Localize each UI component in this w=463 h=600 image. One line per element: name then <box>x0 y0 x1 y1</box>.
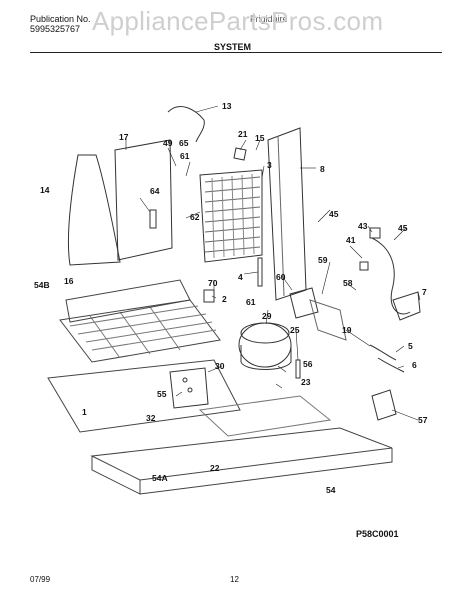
publication-label: Publication No. <box>30 14 91 24</box>
wiring-harness <box>371 237 411 315</box>
callout-1: 1 <box>82 407 87 417</box>
drain-pan <box>371 389 397 421</box>
callout-60: 60 <box>276 272 286 282</box>
callout-7: 7 <box>422 287 427 297</box>
callout-5: 5 <box>408 341 413 351</box>
callout-45-harness: 45 <box>398 223 408 233</box>
callout-61-lower: 61 <box>246 297 256 307</box>
callout-64: 64 <box>150 186 160 196</box>
callout-21: 21 <box>238 129 248 139</box>
callout-54: 54 <box>326 485 336 495</box>
brand-name: Frigidaire <box>250 14 288 24</box>
publication-number: 5995325767 <box>30 24 81 34</box>
evaporator-cover <box>114 139 173 261</box>
callout-58: 58 <box>343 278 353 288</box>
thermostat <box>233 147 247 161</box>
callout-43: 43 <box>358 221 368 231</box>
callout-3: 3 <box>267 160 272 170</box>
shelf-grid <box>59 299 221 363</box>
callout-13: 13 <box>222 101 232 111</box>
condenser-fan <box>289 287 319 319</box>
heater-64 <box>149 209 157 229</box>
callout-45: 45 <box>329 209 339 219</box>
header-rule <box>30 52 442 53</box>
callout-8: 8 <box>320 164 325 174</box>
callout-22: 22 <box>210 463 220 473</box>
callout-15: 15 <box>255 133 265 143</box>
callout-62: 62 <box>190 212 200 222</box>
callout-17: 17 <box>119 132 129 142</box>
compressor <box>238 322 292 370</box>
callout-6: 6 <box>412 360 417 370</box>
callout-70: 70 <box>208 278 218 288</box>
callout-65: 65 <box>179 138 189 148</box>
callout-54b: 54B <box>34 280 50 290</box>
evaporator-cover-panel <box>67 154 121 266</box>
screw <box>295 359 301 379</box>
tube-4 <box>257 257 263 287</box>
callout-2: 2 <box>222 294 227 304</box>
callout-41: 41 <box>346 235 356 245</box>
section-title: SYSTEM <box>214 42 252 52</box>
watermark: AppliancePartsPros.com <box>92 6 384 36</box>
service-tube <box>369 344 397 361</box>
callout-19: 19 <box>342 325 352 335</box>
tubing-line <box>167 106 205 143</box>
relay-box <box>169 367 209 409</box>
callout-25: 25 <box>290 325 300 335</box>
diagram-code: P58C0001 <box>356 529 399 539</box>
callout-14: 14 <box>40 185 50 195</box>
callout-57: 57 <box>418 415 428 425</box>
connector <box>369 227 381 239</box>
callout-49: 49 <box>163 138 173 148</box>
callout-4: 4 <box>238 272 243 282</box>
evaporator-coil <box>199 169 263 263</box>
callout-32: 32 <box>146 413 156 423</box>
callout-29: 29 <box>262 311 272 321</box>
channel-part <box>267 127 307 301</box>
callout-16: 16 <box>64 276 74 286</box>
callout-56: 56 <box>303 359 313 369</box>
drain-fitting <box>203 289 215 303</box>
callout-54a: 54A <box>152 473 168 483</box>
callout-23: 23 <box>301 377 311 387</box>
footer-page-number: 12 <box>230 575 239 584</box>
callout-55: 55 <box>157 389 167 399</box>
callout-59: 59 <box>318 255 328 265</box>
callout-30: 30 <box>215 361 225 371</box>
lower-frame <box>47 279 241 433</box>
leader-lines <box>125 105 421 421</box>
base-pan <box>90 395 393 495</box>
callout-61: 61 <box>180 151 190 161</box>
footer-date: 07/99 <box>30 575 51 584</box>
